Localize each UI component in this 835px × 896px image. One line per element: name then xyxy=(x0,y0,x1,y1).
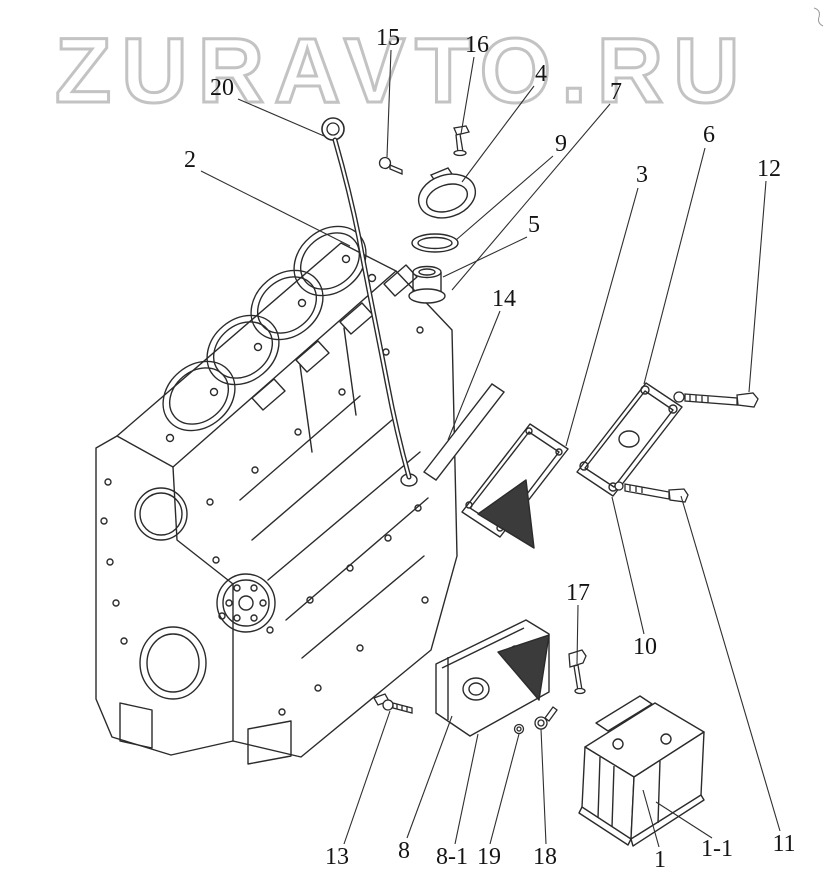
bolt-12-drawing xyxy=(673,391,759,408)
leader-lines xyxy=(200,49,781,848)
front-face-details xyxy=(100,478,292,765)
watermark-text: ZURAVTO.RU xyxy=(55,20,750,122)
side-face-details xyxy=(216,264,429,716)
side-cover-drawing xyxy=(576,382,683,497)
dipstick-drawing xyxy=(321,117,412,480)
o-ring-drawing xyxy=(411,233,459,253)
bolt-11-drawing xyxy=(614,481,689,503)
oil-filler-cap-drawing xyxy=(417,167,477,219)
corner-artifact xyxy=(813,7,824,27)
engine-mount-drawing xyxy=(578,695,705,847)
bracket-drawing xyxy=(435,619,550,737)
filler-neck-drawing xyxy=(408,265,446,304)
cover-gasket-drawing xyxy=(461,423,569,549)
gasket-plate-drawing xyxy=(422,383,506,481)
engine-block-drawing xyxy=(95,225,458,765)
